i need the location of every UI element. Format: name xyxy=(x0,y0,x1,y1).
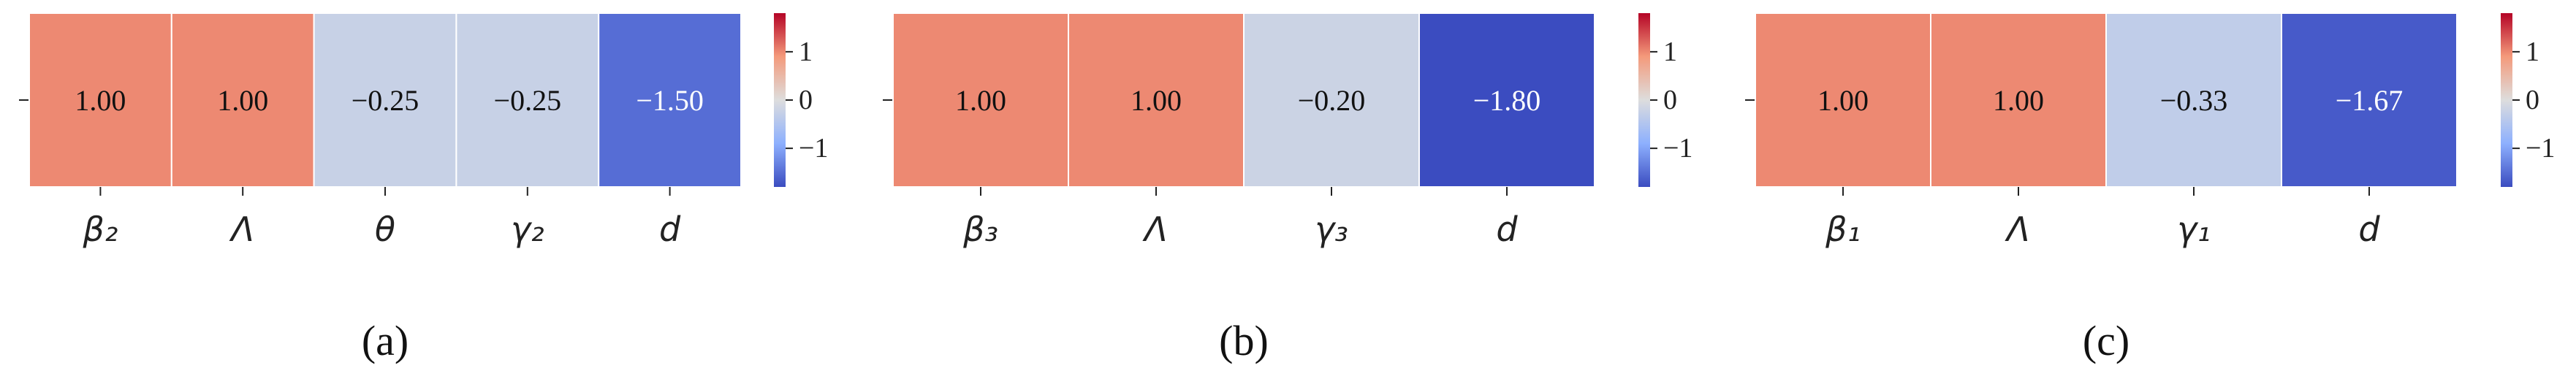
colorbar-tick-label: 0 xyxy=(1663,85,1677,115)
panel-a: 1.00 β₂ 1.00Λ −0.25 θ −0.25 γ₂ −1.50 d 1 0 −1 (a) xyxy=(19,12,828,364)
colorbar xyxy=(1638,13,1650,187)
colorbar-tick-label: −1 xyxy=(1663,133,1692,164)
heatmap-cell xyxy=(2105,12,2282,188)
x-tick-label: d xyxy=(659,210,681,249)
colorbar xyxy=(774,13,786,187)
x-tick-label: Λ xyxy=(229,210,254,249)
cell-value-label: −1.50 xyxy=(636,84,704,117)
heatmap-cell xyxy=(1418,12,1595,188)
x-tick-label: Λ xyxy=(2005,210,2029,249)
cell-value-label: 1.00 xyxy=(217,84,268,117)
colorbar-tick-label: 1 xyxy=(799,37,813,67)
cell-value-label: 1.00 xyxy=(955,84,1006,117)
heatmap-cell xyxy=(598,12,742,188)
x-tick-label: Λ xyxy=(1142,210,1167,249)
heatmap-cell xyxy=(892,12,1069,188)
heatmap-cell xyxy=(455,12,600,188)
cell-value-label: −1.80 xyxy=(1473,84,1541,117)
panel-c: 1.00 β₁ 1.00Λ −0.33 γ₁ −1.67 d 1 0 −1 (c) xyxy=(1745,12,2555,364)
colorbar-tick-label: 1 xyxy=(1663,37,1677,67)
colorbar xyxy=(2501,13,2512,187)
cell-value-label: 1.00 xyxy=(1817,84,1869,117)
panel-b: 1.00 β₃ 1.00Λ −0.20 γ₃ −1.80 d 1 0 −1 (b) xyxy=(883,12,1692,364)
panel-label: (a) xyxy=(362,317,409,364)
cell-value-label: 1.00 xyxy=(1131,84,1182,117)
x-tick-label: γ₂ xyxy=(511,210,544,249)
cell-value-label: −0.33 xyxy=(2160,84,2228,117)
x-tick-label: d xyxy=(2358,210,2380,249)
x-tick-label: β₁ xyxy=(1825,210,1861,249)
heatmap-cell xyxy=(1755,12,1931,188)
cell-value-label: −0.20 xyxy=(1298,84,1366,117)
colorbar-tick-label: 1 xyxy=(2526,37,2539,67)
panel-label: (c) xyxy=(2083,317,2129,364)
cell-value-label: −0.25 xyxy=(352,84,419,117)
cell-value-label: 1.00 xyxy=(1993,84,2044,117)
x-tick-label: θ xyxy=(375,210,395,249)
heatmap-cell xyxy=(1930,12,2107,188)
colorbar-tick-label: 0 xyxy=(799,85,813,115)
cell-value-label: −0.25 xyxy=(494,84,562,117)
x-tick-label: γ₁ xyxy=(2177,210,2211,249)
heatmap-cell xyxy=(2281,12,2458,188)
x-tick-label: γ₃ xyxy=(1315,210,1348,249)
x-tick-label: d xyxy=(1496,210,1518,249)
colorbar-tick-label: −1 xyxy=(2526,133,2555,164)
heatmap-cell xyxy=(1243,12,1420,188)
colorbar-tick-label: 0 xyxy=(2526,85,2539,115)
x-tick-label: β₂ xyxy=(83,210,118,249)
cell-value-label: 1.00 xyxy=(75,84,126,117)
panel-label: (b) xyxy=(1219,317,1269,364)
heatmap-cell xyxy=(1068,12,1245,188)
x-tick-label: β₃ xyxy=(962,210,998,249)
heatmap-cell xyxy=(313,12,457,188)
cell-value-label: −1.67 xyxy=(2336,84,2404,117)
colorbar-tick-label: −1 xyxy=(799,133,828,164)
heatmap-cell xyxy=(170,12,315,188)
